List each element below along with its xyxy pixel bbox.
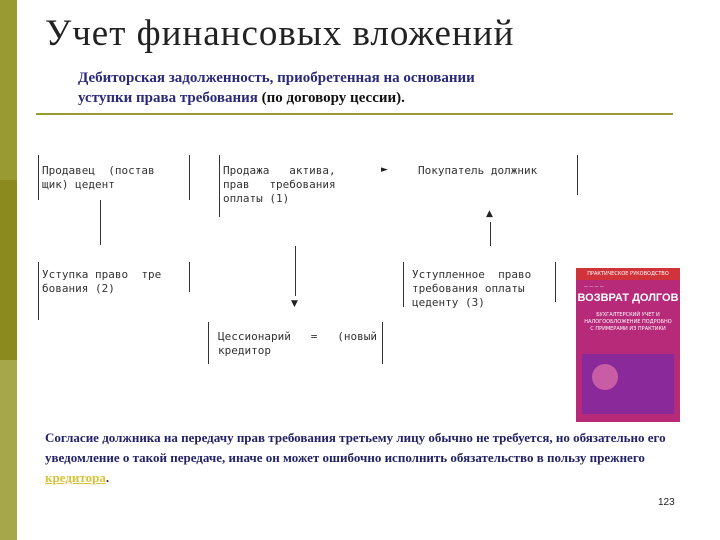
title-divider xyxy=(36,113,673,115)
box-seller-cedent: Продавец (постав щик) цедент xyxy=(42,164,155,191)
slide-title: Учет финансовых вложений xyxy=(45,13,515,54)
side-bar xyxy=(0,0,17,540)
box-assignee-new-creditor: Цессионарий = (новый кредитор xyxy=(218,330,377,357)
slide-subtitle: Дебиторская задолженность, приобретенная… xyxy=(78,68,638,108)
book-title: ВОЗВРАТ ДОЛГОВ xyxy=(577,292,679,304)
box-border xyxy=(219,155,220,217)
connector-line xyxy=(295,246,296,296)
box-border xyxy=(189,262,190,292)
side-bar-segment xyxy=(0,180,17,360)
creditor-link[interactable]: кредитора xyxy=(45,470,106,485)
body-text-end: . xyxy=(105,470,110,485)
book-stamp-icon xyxy=(592,364,618,390)
book-author-line: — — — — xyxy=(584,284,604,289)
box-buyer-debtor: Покупатель должник xyxy=(418,164,538,177)
side-bar-segment xyxy=(0,0,17,180)
box-assignment: Уступка право тре бования (2) xyxy=(42,268,162,295)
box-border xyxy=(189,155,190,200)
arrow-up-icon: ▲ xyxy=(486,209,493,219)
box-border xyxy=(38,262,39,320)
box-border xyxy=(208,322,209,364)
box-border xyxy=(555,262,556,302)
book-cover-image: ПРАКТИЧЕСКОЕ РУКОВОДСТВО — — — — ВОЗВРАТ… xyxy=(576,268,680,422)
body-text-main: Согласие должника на передачу прав требо… xyxy=(45,430,666,465)
connector-line xyxy=(100,200,101,245)
book-subtitle: БУХГАЛТЕРСКИЙ УЧЕТ И НАЛОГООБЛОЖЕНИЕ ПОД… xyxy=(584,312,672,332)
arrow-right-icon: ► xyxy=(381,165,388,175)
subtitle-plain-part: (по договору цессии). xyxy=(261,90,405,106)
side-bar-segment xyxy=(0,360,17,540)
subtitle-line-1: Дебиторская задолженность, приобретенная… xyxy=(78,70,475,86)
subtitle-line-2: уступки права требования (по договору це… xyxy=(78,88,638,108)
box-border xyxy=(382,322,383,364)
book-band: ПРАКТИЧЕСКОЕ РУКОВОДСТВО xyxy=(576,268,680,280)
box-border xyxy=(577,155,578,195)
box-border xyxy=(403,262,404,307)
box-assigned-right: Уступленное право требования оплаты цеде… xyxy=(412,268,532,309)
subtitle-bold-part: уступки права требования xyxy=(78,90,262,106)
connector-line xyxy=(490,222,491,246)
box-sale-asset: Продажа актива, прав требования оплаты (… xyxy=(223,164,336,205)
page-number: 123 xyxy=(658,497,675,508)
box-border xyxy=(38,155,39,200)
body-paragraph: Согласие должника на передачу прав требо… xyxy=(45,428,705,488)
arrow-down-icon: ▼ xyxy=(291,299,298,309)
